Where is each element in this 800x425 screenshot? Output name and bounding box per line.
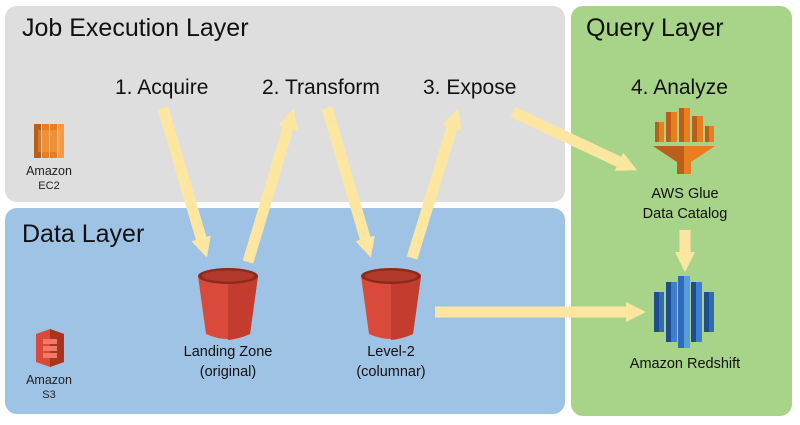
ec2-chip-icon	[34, 124, 64, 158]
arrow-level2-to-expose	[406, 108, 462, 260]
data-layer-title: Data Layer	[22, 220, 145, 248]
step-acquire-label: 1. Acquire	[115, 76, 209, 99]
arrow-landing-to-transform	[242, 108, 298, 264]
s3-label: Amazon S3	[26, 373, 72, 401]
landing-zone-bucket-icon	[198, 268, 258, 340]
level-2-bucket-icon	[361, 268, 421, 340]
glue-label: AWS Glue Data Catalog	[642, 186, 728, 222]
level-2-label: Level-2 (columnar)	[356, 344, 426, 380]
step-transform-label: 2. Transform	[262, 76, 380, 99]
query-layer-title: Query Layer	[586, 14, 724, 42]
job-execution-layer-title: Job Execution Layer	[22, 14, 249, 42]
s3-bucket-icon	[36, 329, 64, 367]
glue-funnel-icon	[653, 108, 715, 174]
landing-zone-label: Landing Zone (original)	[183, 344, 273, 380]
arrow-transform-to-level2	[321, 106, 375, 258]
arrow-expose-to-glue	[510, 107, 638, 171]
ec2-label: Amazon EC2	[26, 164, 72, 192]
arrow-acquire-to-landing	[157, 106, 211, 258]
redshift-label: Amazon Redshift	[629, 356, 741, 372]
job-execution-layer-panel	[5, 6, 565, 202]
step-expose-label: 3. Expose	[423, 76, 517, 99]
redshift-cylinders-icon	[654, 276, 714, 348]
step-analyze-label: 4. Analyze	[631, 76, 728, 99]
